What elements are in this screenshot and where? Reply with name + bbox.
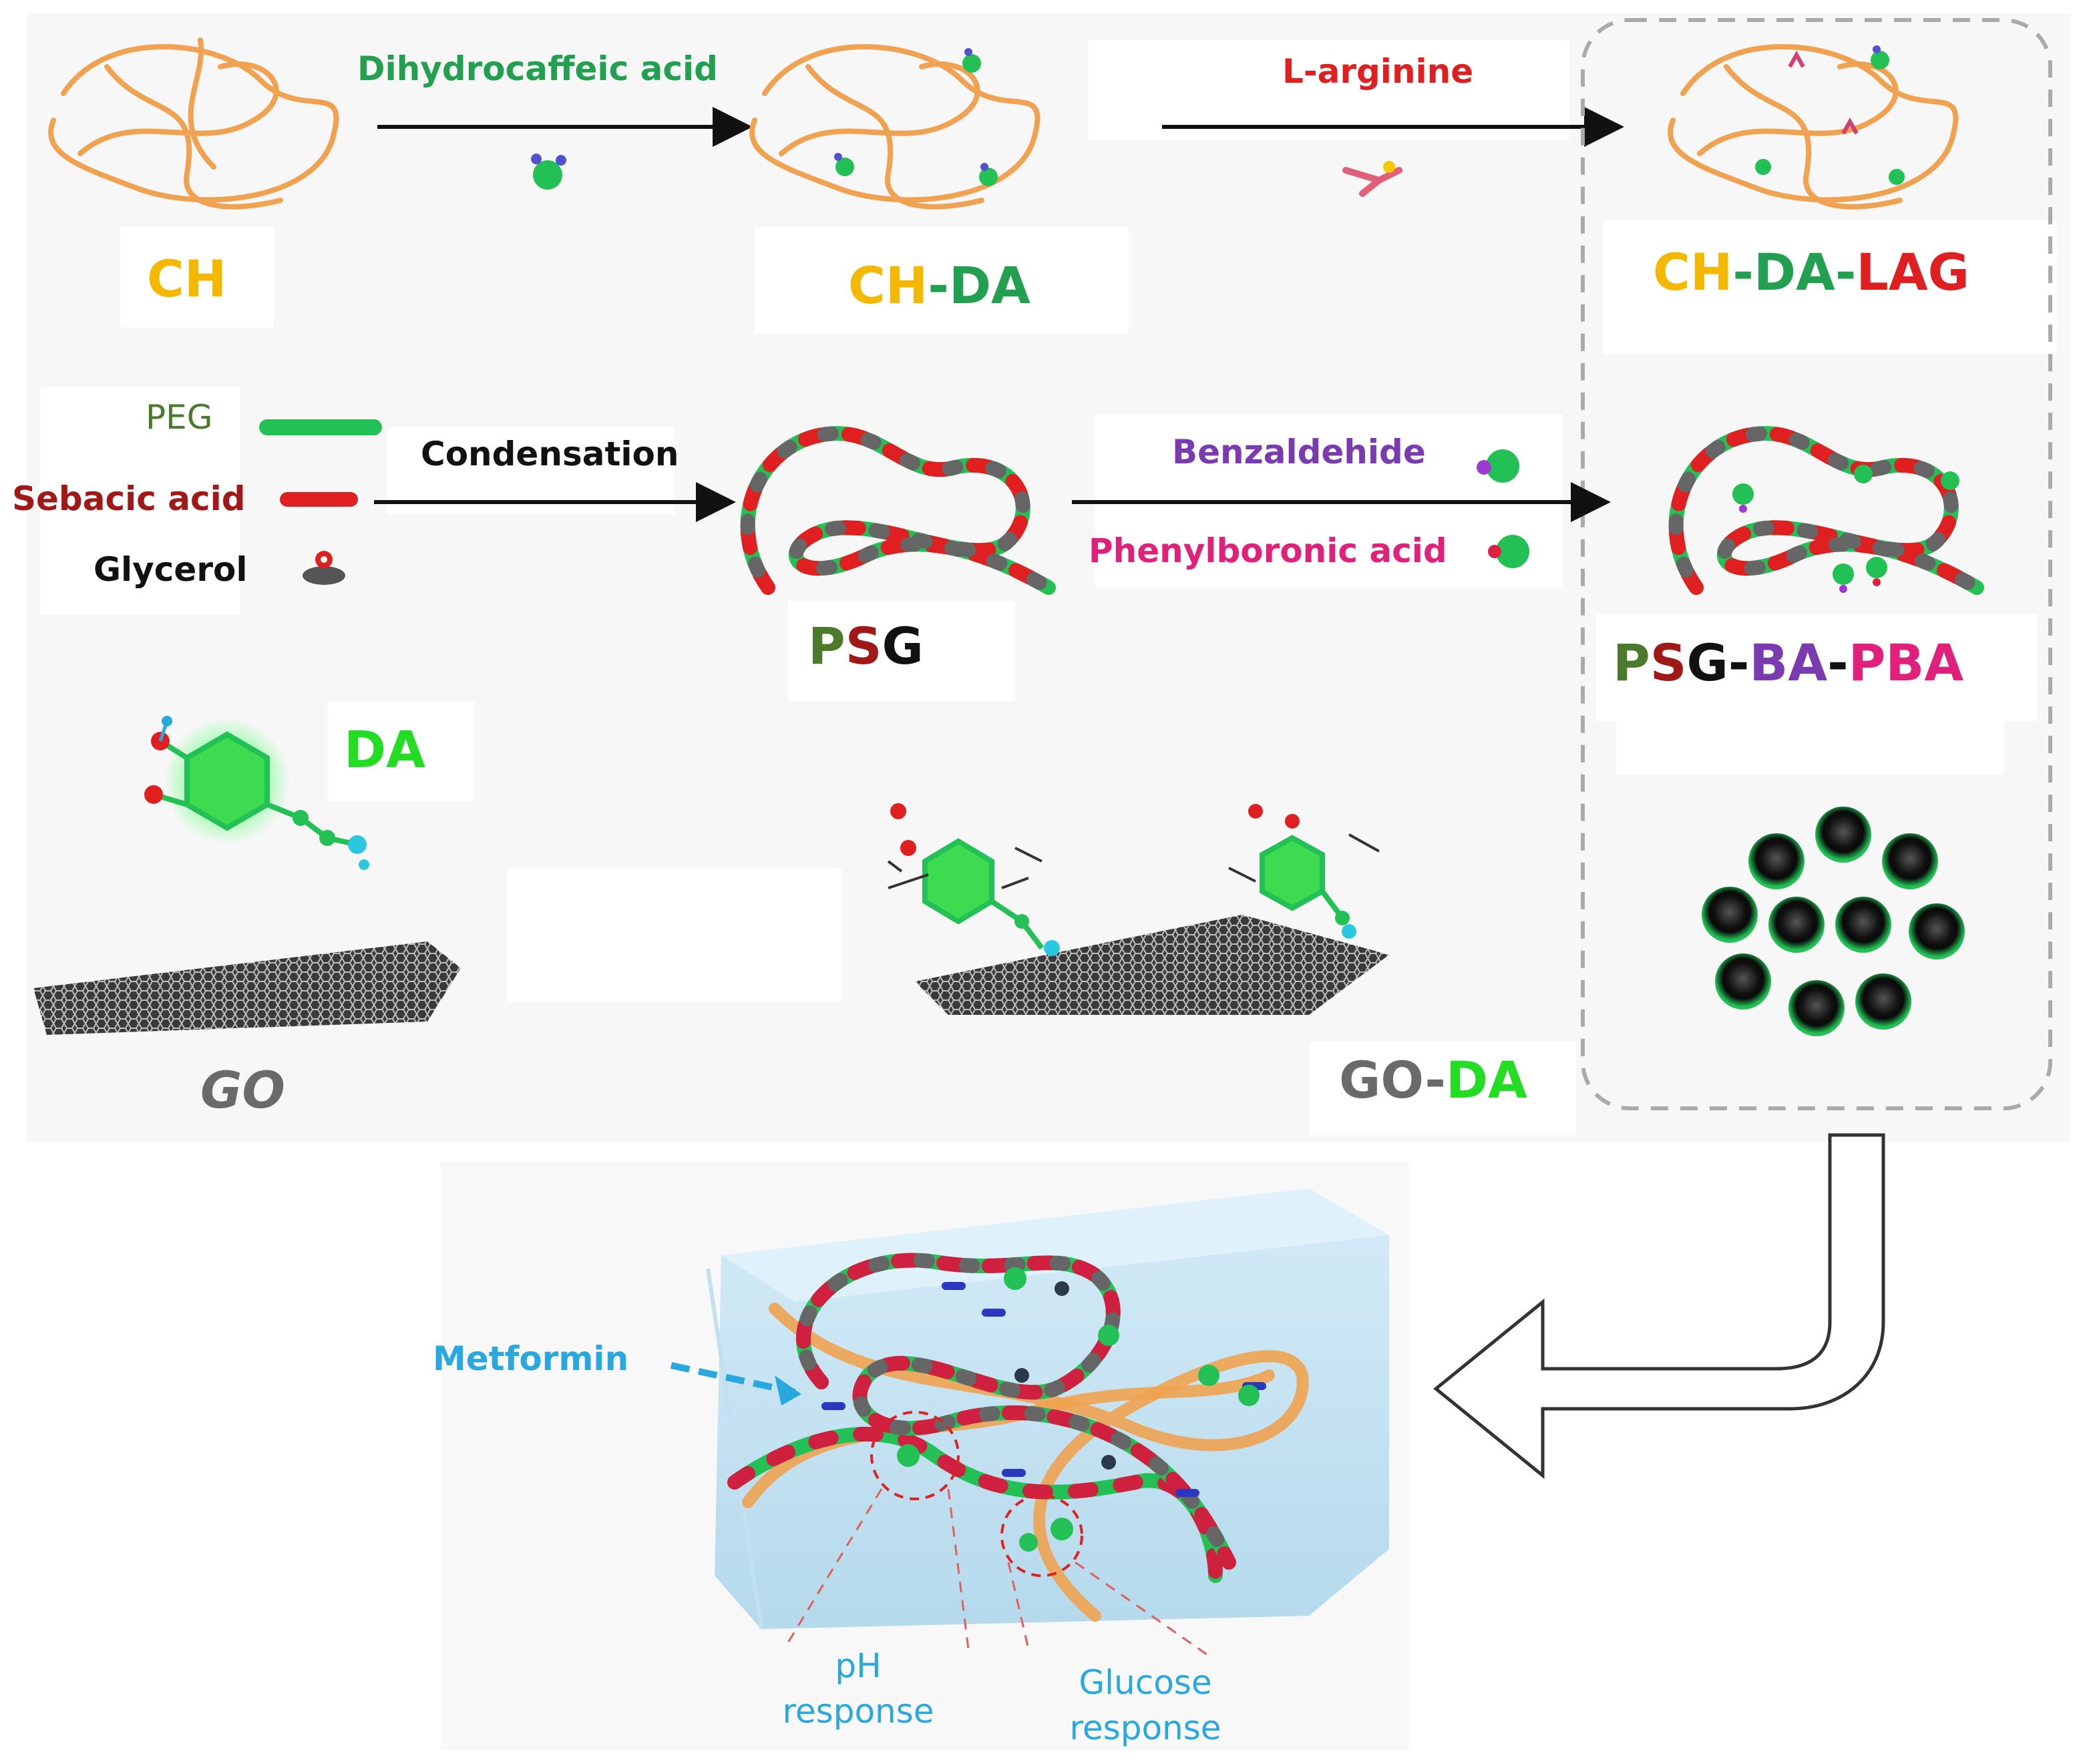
dopamine-molecule bbox=[144, 716, 369, 870]
label-psg-ba-pba-s: S bbox=[1650, 633, 1687, 692]
label-l-arginine: L-arginine bbox=[1282, 52, 1474, 91]
label-psg-ba-pba-ba: BA bbox=[1749, 633, 1828, 692]
hydrogel-dark-beads bbox=[1014, 1281, 1116, 1470]
label-benzaldehide: Benzaldehide bbox=[1172, 433, 1426, 471]
lag-groups bbox=[1755, 45, 1905, 185]
label-box-l-arginine bbox=[1089, 40, 1569, 140]
label-ph-response-line2: response bbox=[782, 1692, 934, 1731]
label-metformin: Metformin bbox=[433, 1339, 629, 1378]
label-ch-da: CH-DA bbox=[848, 260, 1030, 311]
label-ch: CH bbox=[147, 249, 227, 308]
glycerol-icon bbox=[303, 551, 345, 585]
psg-ba-pba-polymer-chain bbox=[1668, 426, 1984, 595]
label-box-ch-da-lag bbox=[1603, 220, 2057, 354]
label-condensation: Condensation bbox=[421, 435, 679, 473]
graphene-oxide-sheet bbox=[33, 941, 461, 1035]
label-glucose-response: Glucose response bbox=[1062, 1666, 1229, 1745]
phenylboronic-acid-icon bbox=[1488, 535, 1529, 568]
label-ch-da-lag-sep2: - bbox=[1835, 242, 1857, 302]
label-ch-da-sep: - bbox=[928, 256, 949, 315]
ch-polymer-coil bbox=[48, 37, 339, 210]
label-ph-response-line1: pH bbox=[835, 1646, 882, 1685]
process-arrow bbox=[1433, 1133, 1885, 1480]
psg-polymer-chain bbox=[740, 426, 1056, 595]
product-dashed-box bbox=[1581, 18, 2052, 1110]
label-box-psg bbox=[788, 601, 1015, 701]
label-box-psg-ba-pba bbox=[1596, 614, 2037, 721]
ba-pba-groups bbox=[1732, 465, 1959, 593]
label-ch-da-ch: CH bbox=[848, 256, 928, 315]
label-box-condensation bbox=[387, 427, 675, 514]
ch-da-polymer-coil bbox=[749, 44, 1040, 210]
label-psg-g: G bbox=[882, 616, 924, 676]
label-psg-ba-pba-g: G bbox=[1686, 633, 1728, 692]
spacer-box-right bbox=[1616, 721, 2004, 775]
hydrogel-green-beads bbox=[897, 1267, 1260, 1552]
label-ch-da-lag-da: DA bbox=[1753, 242, 1835, 302]
label-psg-p: P bbox=[808, 616, 845, 676]
metformin-arrow bbox=[670, 1362, 796, 1395]
ch-da-lag-polymer-coil bbox=[1668, 44, 1959, 210]
label-phenylboronic-acid: Phenylboronic acid bbox=[1089, 531, 1447, 570]
go-da-molecule-1 bbox=[887, 803, 1060, 956]
label-psg: PSG bbox=[808, 621, 924, 672]
label-peg: PEG bbox=[146, 398, 213, 437]
graphene-oxide-da-sheet bbox=[915, 915, 1389, 1015]
l-arginine-icon bbox=[1342, 161, 1402, 197]
label-psg-ba-pba: PSG-BA-PBA bbox=[1613, 638, 1963, 688]
label-box-da bbox=[327, 701, 474, 801]
label-go: GO bbox=[200, 1060, 285, 1120]
da-groups-on-ch bbox=[834, 48, 998, 186]
label-psg-ba-pba-pba: PBA bbox=[1848, 633, 1964, 692]
label-glucose-response-line2: response bbox=[1069, 1709, 1221, 1747]
label-glucose-response-line1: Glucose bbox=[1079, 1663, 1212, 1702]
response-guide-lines bbox=[787, 1488, 1209, 1657]
label-go-da-go: GO bbox=[1339, 1050, 1425, 1110]
label-box-monomers bbox=[40, 387, 240, 614]
label-ch-da-lag-lag: LAG bbox=[1856, 242, 1970, 302]
label-box-ch-da bbox=[755, 227, 1129, 334]
label-glycerol: Glycerol bbox=[93, 550, 248, 589]
nanoparticle-cluster bbox=[1702, 807, 1965, 1036]
label-ch-da-lag-sep1: - bbox=[1732, 242, 1754, 302]
label-go-da-da: DA bbox=[1445, 1050, 1527, 1110]
label-go-da: GO-DA bbox=[1339, 1055, 1527, 1106]
label-psg-ba-pba-sep2: - bbox=[1827, 633, 1849, 692]
ph-response-circle bbox=[870, 1411, 960, 1500]
hydrogel-polymer-network bbox=[727, 1253, 1309, 1622]
label-ch-da-lag: CH-DA-LAG bbox=[1653, 247, 1969, 298]
benzaldehide-icon bbox=[1477, 449, 1519, 483]
glucose-response-circle bbox=[1000, 1494, 1083, 1577]
label-ph-response: pH response bbox=[781, 1649, 935, 1728]
label-ch-da-da: DA bbox=[948, 256, 1030, 315]
label-go-da-sep: - bbox=[1425, 1050, 1446, 1110]
spacer-box bbox=[508, 868, 841, 1002]
metformin-molecules bbox=[821, 1282, 1266, 1497]
label-ch-da-lag-ch: CH bbox=[1653, 242, 1733, 302]
label-box-ch bbox=[120, 227, 274, 327]
label-sebacic-acid: Sebacic acid bbox=[12, 479, 246, 518]
label-psg-s: S bbox=[845, 616, 882, 676]
label-da: DA bbox=[344, 720, 425, 779]
label-box-go-da bbox=[1309, 1042, 1576, 1135]
go-da-molecule-2 bbox=[1228, 804, 1380, 939]
label-psg-ba-pba-p: P bbox=[1613, 633, 1650, 692]
label-psg-ba-pba-sep1: - bbox=[1728, 633, 1750, 692]
dihydrocaffeic-acid-icon bbox=[531, 154, 566, 190]
label-dihydrocaffeic-acid: Dihydrocaffeic acid bbox=[357, 49, 718, 88]
